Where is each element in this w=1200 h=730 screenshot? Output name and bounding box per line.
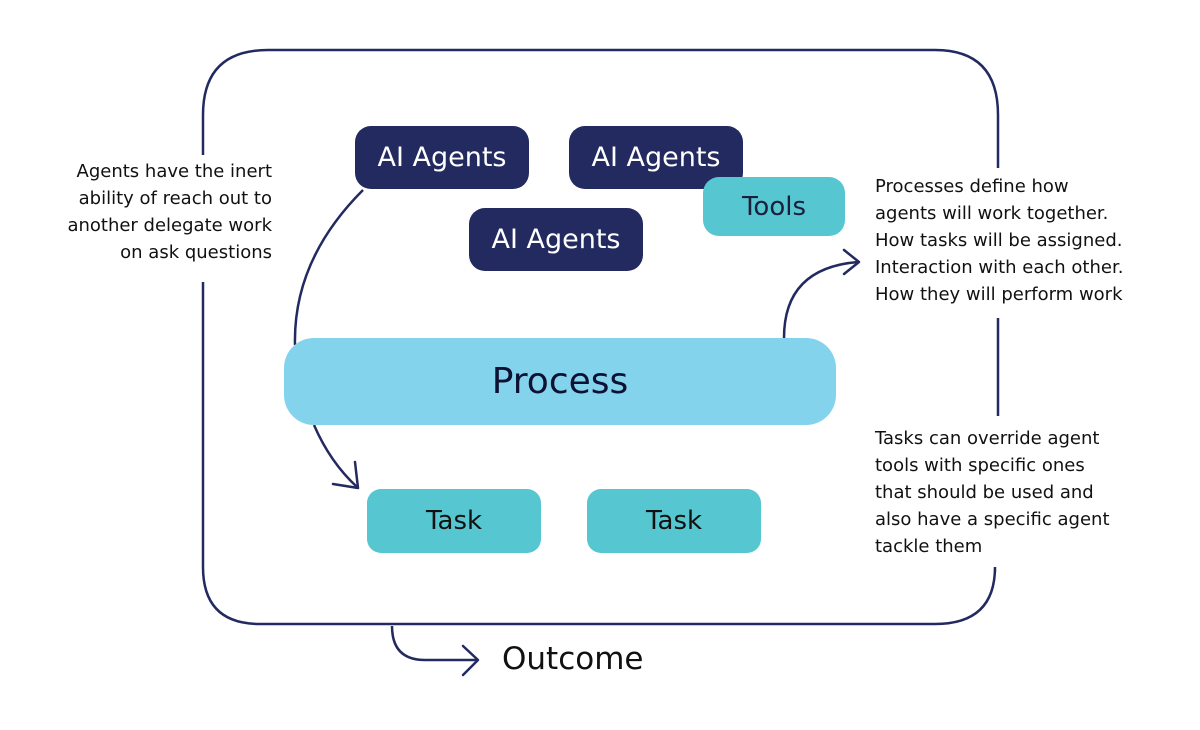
process-box: Process bbox=[284, 338, 836, 425]
process-to-task-arrow bbox=[312, 424, 358, 488]
agents-note-line: another delegate work bbox=[67, 215, 272, 236]
processes-note-line: agents will work together. bbox=[875, 203, 1109, 224]
task-arrowhead bbox=[331, 460, 360, 490]
task-box-1: Task bbox=[367, 489, 541, 553]
process-to-note-arrow bbox=[782, 260, 859, 339]
outcome-label: Outcome bbox=[502, 641, 644, 677]
processes-note: Processes define how agents will work to… bbox=[875, 173, 1123, 308]
tasks-note-line: also have a specific agent bbox=[875, 509, 1110, 530]
tasks-note-line: Tasks can override agent bbox=[875, 428, 1100, 449]
tasks-note-line: tackle them bbox=[875, 536, 983, 557]
agents-note-line: ability of reach out to bbox=[78, 188, 272, 209]
processes-note-line: Processes define how bbox=[875, 176, 1069, 197]
tasks-note-line: that should be used and bbox=[875, 482, 1094, 503]
agents-note-line: on ask questions bbox=[120, 242, 272, 263]
task-box-2: Task bbox=[587, 489, 761, 553]
frame-top-and-upper-sides bbox=[201, 48, 1000, 168]
tasks-note-line: tools with specific ones bbox=[875, 455, 1085, 476]
tools-box: Tools bbox=[703, 177, 845, 236]
frame-bottom-and-lower-sides bbox=[201, 282, 997, 626]
outcome-arrow bbox=[390, 625, 478, 662]
tasks-note: Tasks can override agent tools with spec… bbox=[875, 425, 1110, 560]
note-arrowhead bbox=[842, 248, 861, 276]
agents-note: Agents have the inert ability of reach o… bbox=[67, 158, 272, 266]
ai-agents-box-3: AI Agents bbox=[469, 208, 643, 271]
processes-note-line: How tasks will be assigned. bbox=[875, 230, 1123, 251]
ai-agents-box-1: AI Agents bbox=[355, 126, 529, 189]
agents-to-task-arrow bbox=[293, 189, 364, 346]
outcome-arrowhead bbox=[461, 644, 480, 677]
processes-note-line: How they will perform work bbox=[875, 284, 1123, 305]
agents-note-line: Agents have the inert bbox=[76, 161, 272, 182]
processes-note-line: Interaction with each other. bbox=[875, 257, 1124, 278]
